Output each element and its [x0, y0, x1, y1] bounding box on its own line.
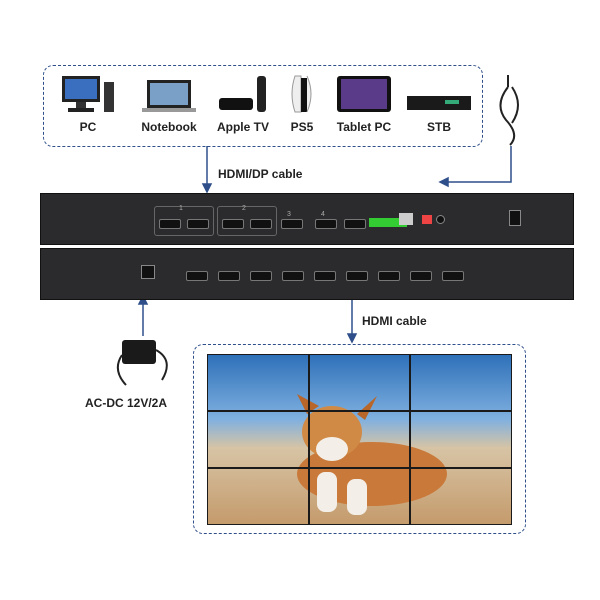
- hdmi-in-port: [281, 219, 303, 229]
- screen-tile: [308, 354, 411, 411]
- device-pc: PC: [58, 74, 118, 134]
- power-switch[interactable]: [509, 210, 521, 226]
- input-number: 3: [287, 211, 291, 218]
- dp-in-port: [250, 219, 272, 229]
- hdmi-out-port: [218, 271, 240, 281]
- screen-tile: [207, 354, 309, 411]
- hdmi-out-port: [346, 271, 368, 281]
- hdmi-out-port: [250, 271, 272, 281]
- audio-cable-icon: [499, 75, 519, 146]
- device-ps5: PS5: [282, 74, 322, 134]
- input-number: 4: [321, 211, 325, 218]
- video-wall-display: [207, 354, 512, 525]
- device-label: Notebook: [141, 120, 197, 134]
- tablet-icon: [332, 74, 396, 114]
- desktop-pc-icon: [58, 74, 118, 114]
- switcher-front-panel: 1 2 3 4: [40, 193, 574, 245]
- output-cable-label: HDMI cable: [362, 314, 427, 328]
- hdmi-out-port: [410, 271, 432, 281]
- device-label: PC: [79, 120, 97, 134]
- screen-tile: [207, 468, 309, 525]
- screen-grid: [207, 354, 512, 525]
- power-label: AC-DC 12V/2A: [85, 396, 168, 410]
- device-tablet: Tablet PC: [332, 74, 396, 134]
- device-label: PS5: [290, 120, 314, 134]
- input-number: 2: [242, 205, 246, 212]
- hdmi-out-port: [186, 271, 208, 281]
- screen-tile: [308, 411, 411, 468]
- terminal-block: [369, 218, 407, 227]
- input-group-1: 1: [154, 205, 214, 236]
- screen-tile: [207, 411, 309, 468]
- hdmi-out-port: [378, 271, 400, 281]
- screen-tile: [410, 354, 512, 411]
- hdmi-in-port: [222, 219, 244, 229]
- dc-power-port: [141, 265, 155, 279]
- input-cable-label: HDMI/DP cable: [218, 167, 303, 181]
- apple-tv-icon: [212, 74, 274, 114]
- input-group-2: 2: [217, 205, 277, 236]
- screen-tile: [410, 468, 512, 525]
- input-number: 1: [179, 205, 183, 212]
- laptop-icon: [138, 74, 200, 114]
- device-label: Tablet PC: [336, 120, 392, 134]
- hdmi-out-port: [442, 271, 464, 281]
- dp-in-port: [187, 219, 209, 229]
- dog-image: [297, 394, 447, 515]
- set-top-box-icon: [404, 74, 474, 114]
- ir-jack: [436, 215, 445, 224]
- power-adapter-icon: [116, 340, 168, 386]
- device-label: STB: [427, 120, 451, 134]
- dip-switch[interactable]: [422, 215, 432, 224]
- source-devices-box: [43, 65, 483, 147]
- device-notebook: Notebook: [138, 74, 200, 134]
- video-wall-box: [193, 344, 526, 534]
- screen-tile: [410, 411, 512, 468]
- hdmi-in-port: [315, 219, 337, 229]
- hdmi-out-port: [282, 271, 304, 281]
- device-stb: STB: [404, 74, 474, 134]
- switcher-output-panel: [40, 248, 574, 300]
- ps5-console-icon: [282, 74, 322, 114]
- device-apple-tv: Apple TV: [212, 74, 274, 134]
- hdmi-loop-port: [344, 219, 366, 229]
- hdmi-in-port: [159, 219, 181, 229]
- screen-tile: [308, 468, 411, 525]
- hdmi-out-port: [314, 271, 336, 281]
- device-label: Apple TV: [216, 120, 269, 134]
- lan-port: [399, 213, 413, 225]
